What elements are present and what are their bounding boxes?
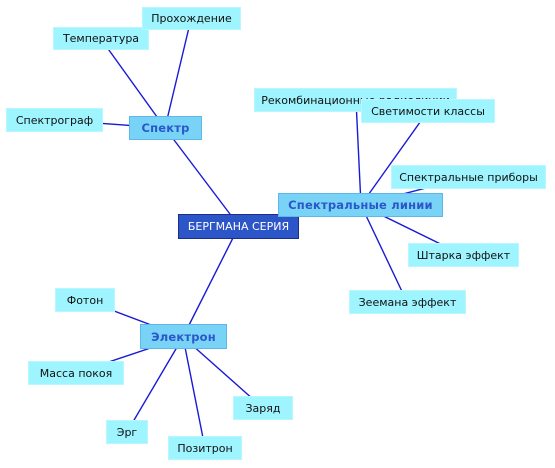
leaf-node-erg[interactable]: Эрг bbox=[106, 420, 148, 444]
edge-lines-svetimosti bbox=[360, 110, 429, 206]
edge-lines-rekombinacionnye bbox=[355, 99, 362, 206]
leaf-node-massa-pokoya[interactable]: Масса покоя bbox=[28, 361, 124, 385]
edge-spectr-prohozhdenie bbox=[164, 18, 192, 129]
leaf-node-shtarka-effekt[interactable]: Штарка эффект bbox=[408, 243, 519, 267]
edge-root-spectr bbox=[164, 127, 240, 227]
edge-electron-pozitron bbox=[182, 336, 206, 449]
leaf-node-spektrograf[interactable]: Спектрограф bbox=[6, 108, 103, 132]
leaf-node-prohozhdenie[interactable]: Прохождение bbox=[142, 7, 241, 30]
edge-spectr-temperatura bbox=[100, 38, 166, 129]
branch-node-spectral-lines[interactable]: Спектральные линии bbox=[278, 193, 443, 217]
leaf-node-zeemana-effekt[interactable]: Зеемана эффект bbox=[349, 290, 466, 314]
leaf-node-zaryad[interactable]: Заряд bbox=[233, 396, 293, 420]
leaf-node-foton[interactable]: Фотон bbox=[55, 288, 115, 312]
edge-lines-zeemana bbox=[360, 204, 408, 303]
edge-electron-erg bbox=[126, 336, 184, 433]
leaf-node-svetimosti-klassy[interactable]: Светимости классы bbox=[361, 99, 495, 123]
edge-root-electron bbox=[182, 225, 240, 338]
leaf-node-spektralnye-pribory[interactable]: Спектральные приборы bbox=[391, 165, 546, 189]
branch-node-spectr[interactable]: Спектр bbox=[129, 116, 202, 140]
branch-node-elektron[interactable]: Электрон bbox=[140, 324, 227, 349]
leaf-node-pozitron[interactable]: Позитрон bbox=[168, 436, 242, 460]
root-node[interactable]: БЕРГМАНА СЕРИЯ bbox=[178, 214, 299, 239]
leaf-node-temperatura[interactable]: Температура bbox=[53, 27, 149, 50]
